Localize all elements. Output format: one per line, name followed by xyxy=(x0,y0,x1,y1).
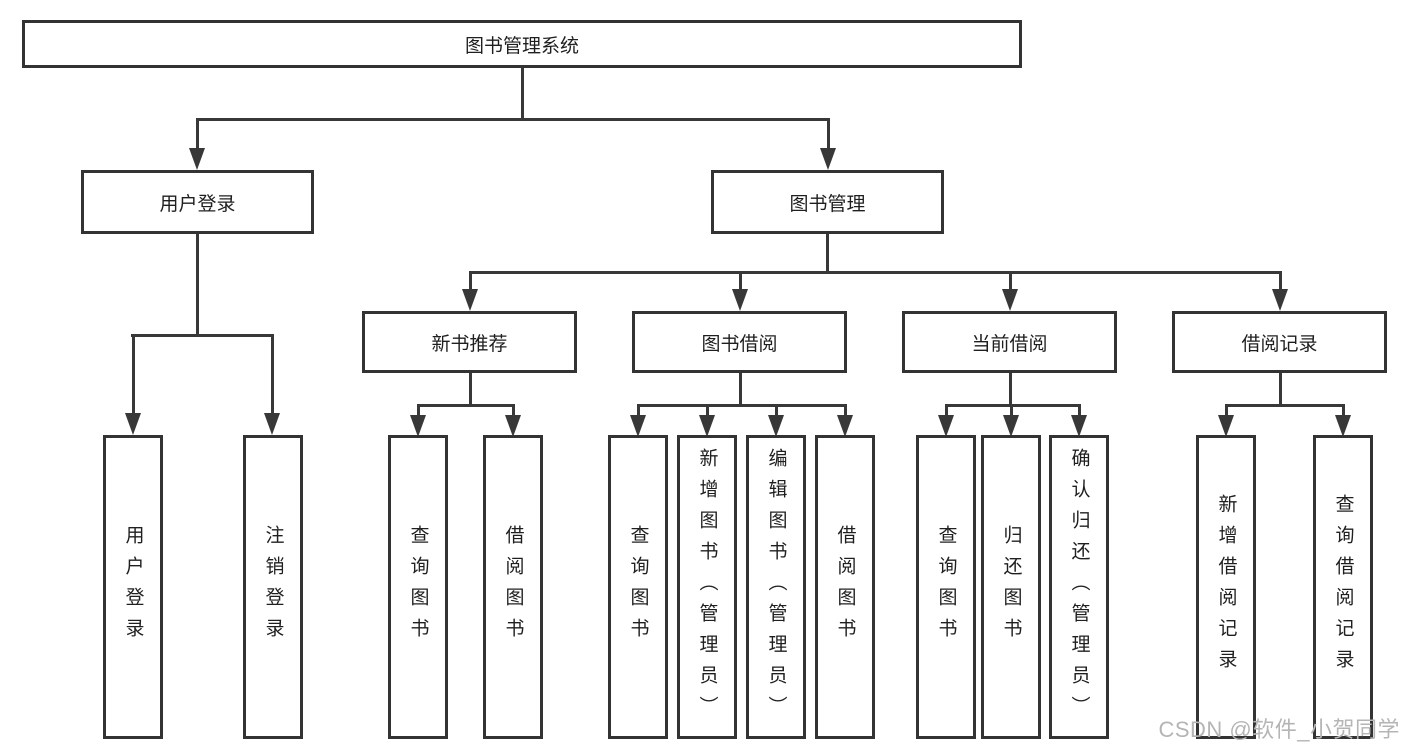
connector-newbook-stem xyxy=(469,373,472,407)
arrow-down-icon xyxy=(820,148,836,170)
leaf-newbook-borrow-label: 借阅图书 xyxy=(502,525,524,649)
connector-arrow-stem xyxy=(1342,404,1345,417)
node-root-label: 图书管理系统 xyxy=(464,35,579,57)
leaf-confirm-return-admin: 确认归还（管理员） xyxy=(1049,435,1109,739)
node-user-login-branch-label: 用户登录 xyxy=(159,193,236,215)
leaf-newbook-query-label: 查询图书 xyxy=(407,525,429,649)
connector-branch2 xyxy=(469,271,1282,274)
connector-arrow-stem xyxy=(1010,404,1013,417)
arrow-down-icon xyxy=(1071,415,1087,437)
leaf-newbook-query: 查询图书 xyxy=(388,435,448,739)
connector-arrow-stem xyxy=(706,404,709,417)
connector-arrow-stem xyxy=(945,404,948,417)
leaf-borrow-query-label: 查询图书 xyxy=(627,525,649,649)
leaf-logout: 注销登录 xyxy=(243,435,303,739)
connector-arrow-stem xyxy=(844,404,847,417)
connector-arrow-stem xyxy=(1078,404,1081,417)
arrow-down-icon xyxy=(1002,289,1018,311)
arrow-down-icon xyxy=(732,289,748,311)
leaf-user-login-label: 用户登录 xyxy=(122,525,144,649)
leaf-borrow-add-admin-label: 新增图书（管理员） xyxy=(696,447,718,727)
arrow-down-icon xyxy=(1003,415,1019,437)
connector-arrow-stem xyxy=(739,271,742,291)
node-user-login-branch: 用户登录 xyxy=(81,170,314,234)
connector-current-stem xyxy=(1009,373,1012,407)
node-book-borrow: 图书借阅 xyxy=(632,311,847,373)
leaf-current-query-label: 查询图书 xyxy=(935,525,957,649)
connector-userlogin-branch xyxy=(131,334,274,337)
connector-newbook-branch xyxy=(417,404,515,407)
connector-arrow-stem xyxy=(196,118,199,151)
leaf-return-book-label: 归还图书 xyxy=(1000,525,1022,649)
arrow-down-icon xyxy=(630,415,646,437)
node-new-book-recommend-label: 新书推荐 xyxy=(431,333,508,355)
connector-root-stem xyxy=(521,68,524,121)
connector-current-branch xyxy=(945,404,1081,407)
connector-arrow-stem xyxy=(417,404,420,417)
leaf-query-record-label: 查询借阅记录 xyxy=(1332,494,1354,680)
node-current-borrow-label: 当前借阅 xyxy=(971,333,1048,355)
connector-arrow-stem xyxy=(512,404,515,417)
arrow-down-icon xyxy=(837,415,853,437)
connector-userlogin-stem xyxy=(196,234,199,337)
arrow-down-icon xyxy=(1335,415,1351,437)
arrow-down-icon xyxy=(264,413,280,435)
node-new-book-recommend: 新书推荐 xyxy=(362,311,577,373)
arrow-down-icon xyxy=(189,148,205,170)
leaf-newbook-borrow: 借阅图书 xyxy=(483,435,543,739)
leaf-add-record: 新增借阅记录 xyxy=(1196,435,1256,739)
leaf-borrow-book-label: 借阅图书 xyxy=(834,525,856,649)
arrow-down-icon xyxy=(768,415,784,437)
leaf-confirm-return-admin-label: 确认归还（管理员） xyxy=(1068,447,1090,727)
connector-bookmgmt-stem xyxy=(826,234,829,274)
arrow-down-icon xyxy=(699,415,715,437)
connector-arrow-stem xyxy=(827,118,830,151)
node-borrow-records: 借阅记录 xyxy=(1172,311,1387,373)
node-root: 图书管理系统 xyxy=(22,20,1022,68)
connector-arrow-stem xyxy=(271,334,274,415)
node-book-mgmt-branch: 图书管理 xyxy=(711,170,944,234)
connector-arrow-stem xyxy=(637,404,640,417)
node-current-borrow: 当前借阅 xyxy=(902,311,1117,373)
leaf-borrow-query: 查询图书 xyxy=(608,435,668,739)
connector-records-stem xyxy=(1279,373,1282,407)
connector-branch1 xyxy=(196,118,830,121)
connector-arrow-stem xyxy=(775,404,778,417)
arrow-down-icon xyxy=(410,415,426,437)
arrow-down-icon xyxy=(125,413,141,435)
connector-arrow-stem xyxy=(132,334,135,415)
arrow-down-icon xyxy=(1272,289,1288,311)
leaf-add-record-label: 新增借阅记录 xyxy=(1215,494,1237,680)
leaf-borrow-add-admin: 新增图书（管理员） xyxy=(677,435,737,739)
connector-arrow-stem xyxy=(1225,404,1228,417)
leaf-borrow-book: 借阅图书 xyxy=(815,435,875,739)
arrow-down-icon xyxy=(938,415,954,437)
leaf-borrow-edit-admin: 编辑图书（管理员） xyxy=(746,435,806,739)
leaf-query-record: 查询借阅记录 xyxy=(1313,435,1373,739)
connector-borrow-branch xyxy=(637,404,847,407)
leaf-user-login: 用户登录 xyxy=(103,435,163,739)
csdn-watermark: CSDN @软件_小贺同学 xyxy=(1158,717,1400,742)
node-borrow-records-label: 借阅记录 xyxy=(1241,333,1318,355)
leaf-borrow-edit-admin-label: 编辑图书（管理员） xyxy=(765,447,787,727)
leaf-current-query: 查询图书 xyxy=(916,435,976,739)
arrow-down-icon xyxy=(1218,415,1234,437)
leaf-return-book: 归还图书 xyxy=(981,435,1041,739)
connector-arrow-stem xyxy=(1279,271,1282,291)
node-book-borrow-label: 图书借阅 xyxy=(701,333,778,355)
arrow-down-icon xyxy=(505,415,521,437)
connector-arrow-stem xyxy=(1009,271,1012,291)
arrow-down-icon xyxy=(462,289,478,311)
connector-borrow-stem xyxy=(739,373,742,407)
node-book-mgmt-branch-label: 图书管理 xyxy=(789,193,866,215)
connector-records-branch xyxy=(1225,404,1345,407)
leaf-logout-label: 注销登录 xyxy=(262,525,284,649)
connector-arrow-stem xyxy=(469,271,472,291)
